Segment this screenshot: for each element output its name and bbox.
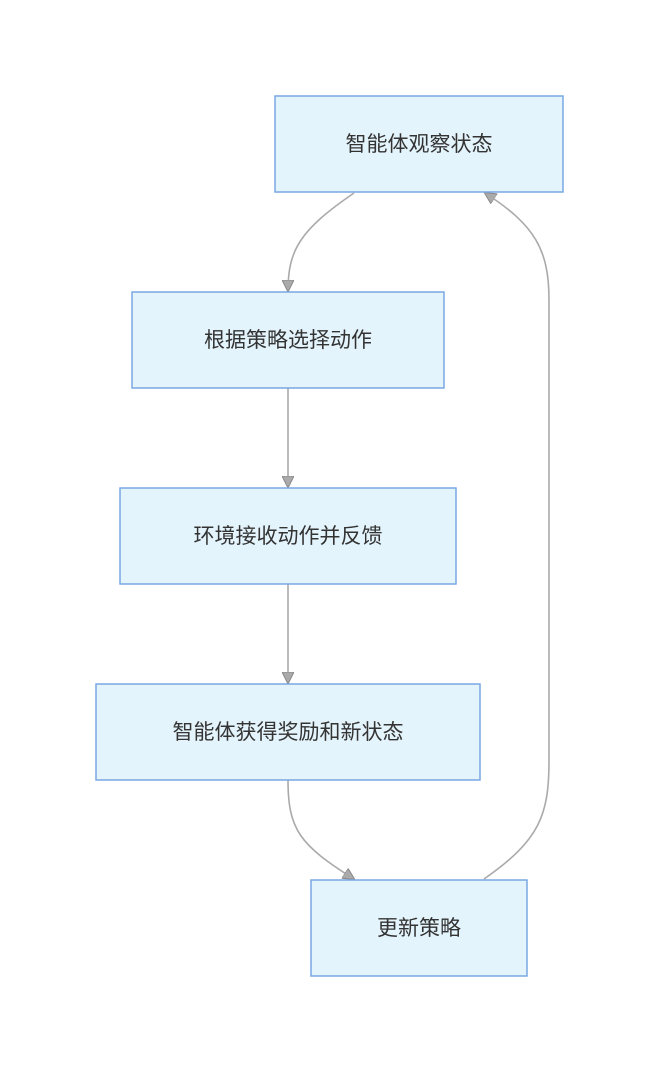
edge-reward-to-update xyxy=(287,779,354,879)
edge-observe-to-select xyxy=(288,192,355,291)
node-select-action-label: 根据策略选择动作 xyxy=(204,328,372,352)
node-select-action[interactable]: 根据策略选择动作 xyxy=(131,291,445,389)
node-observe-state[interactable]: 智能体观察状态 xyxy=(274,95,564,193)
node-reward-new-state-label: 智能体获得奖励和新状态 xyxy=(173,720,404,744)
node-update-policy-label: 更新策略 xyxy=(377,916,461,940)
node-environment-feedback-label: 环境接收动作并反馈 xyxy=(194,524,383,548)
edges xyxy=(287,192,550,880)
edge-update-to-observe xyxy=(484,193,550,880)
node-observe-state-label: 智能体观察状态 xyxy=(346,132,493,156)
node-environment-feedback[interactable]: 环境接收动作并反馈 xyxy=(119,487,457,585)
node-reward-new-state[interactable]: 智能体获得奖励和新状态 xyxy=(95,683,481,781)
node-update-policy[interactable]: 更新策略 xyxy=(310,879,528,977)
